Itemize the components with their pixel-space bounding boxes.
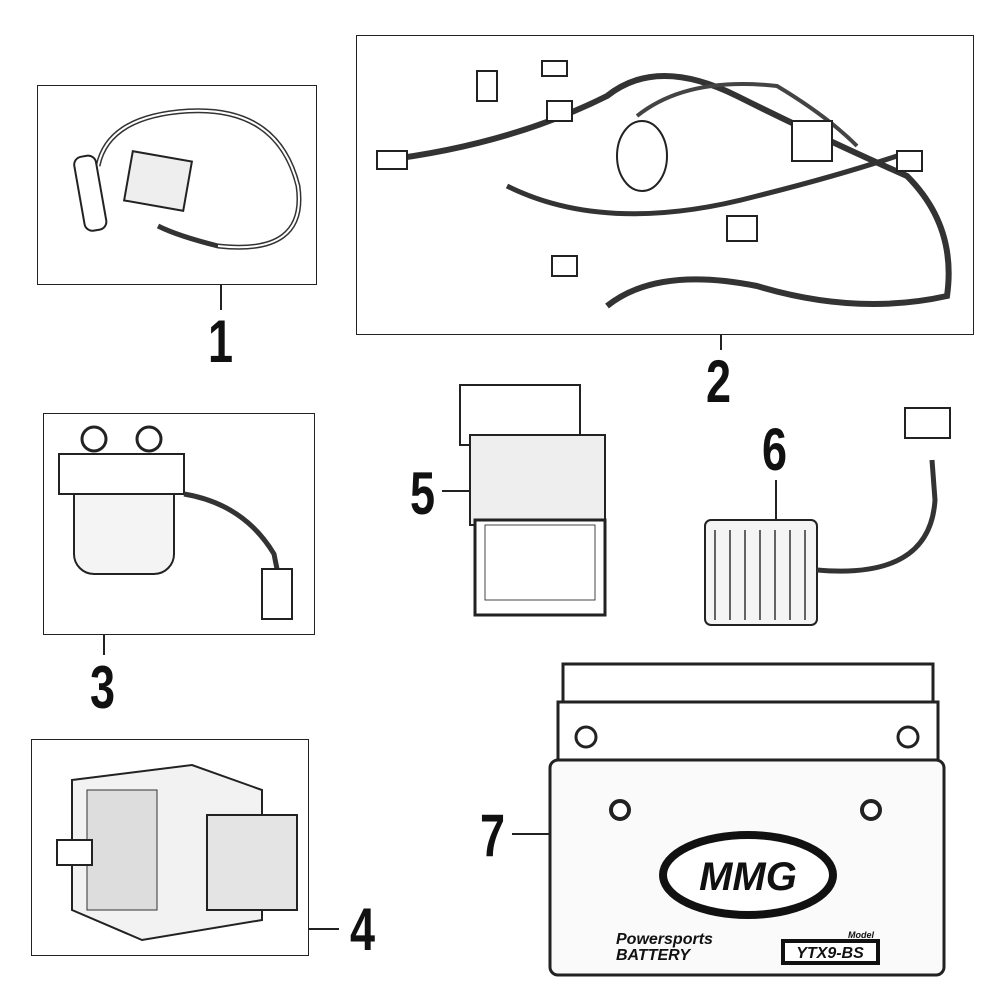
battery-line2: BATTERY [616, 947, 691, 964]
cdi-unit-drawing [459, 384, 607, 617]
voltage-regulator-drawing [704, 407, 951, 626]
part-number-3: 3 [90, 654, 116, 721]
part-4-frame [31, 739, 309, 956]
flasher-relay-drawing [56, 763, 298, 942]
battery-model-label: Model [848, 930, 874, 940]
part-number-1: 1 [208, 308, 234, 375]
wiring-harness-drawing [376, 60, 952, 309]
part-3-frame [43, 413, 315, 635]
battery-line1: Powersports [616, 931, 713, 948]
part-number-7: 7 [480, 802, 506, 869]
ignition-coil-drawing [73, 108, 302, 250]
part-number-2: 2 [706, 348, 732, 415]
part-1-frame [37, 85, 317, 285]
part-2-frame [356, 35, 974, 335]
battery-logo: MMG [699, 855, 797, 899]
part-number-4: 4 [350, 896, 376, 963]
part-number-5: 5 [410, 460, 436, 527]
battery-drawing: MMG Powersports BATTERY Model YTX9-BS [548, 662, 946, 977]
battery-model: YTX9-BS [796, 945, 864, 962]
starter-relay-drawing [58, 425, 293, 620]
part-number-6: 6 [762, 416, 788, 483]
